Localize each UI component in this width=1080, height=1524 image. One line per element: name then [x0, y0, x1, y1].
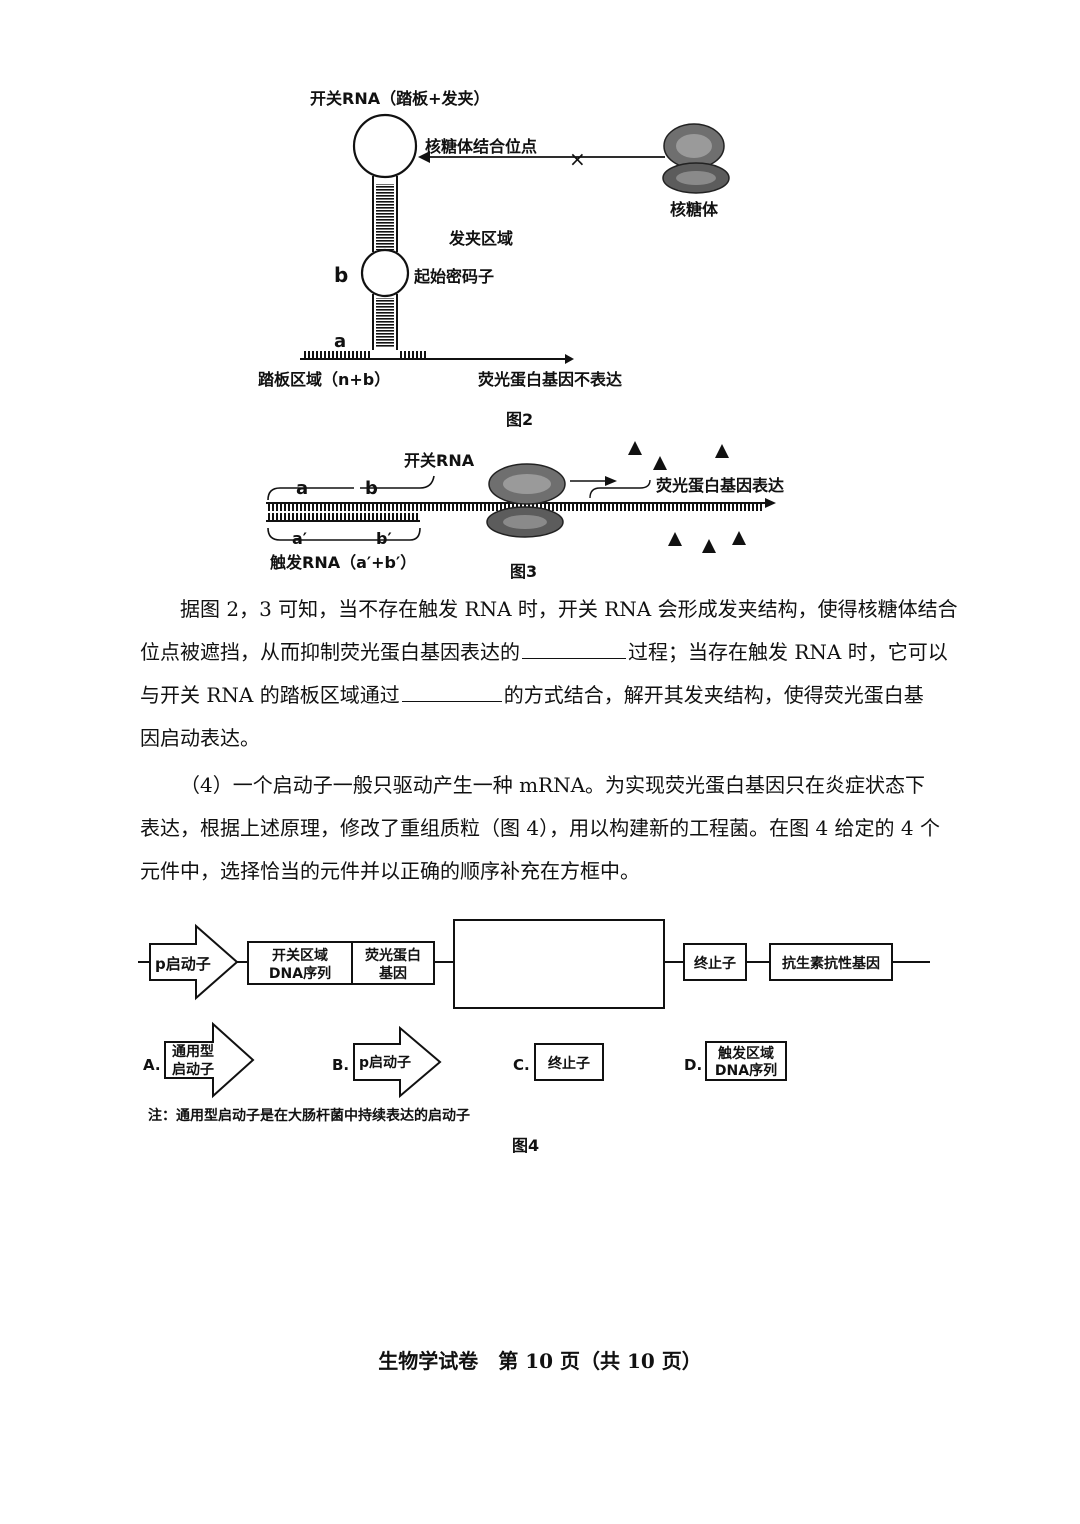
fig3-strand-arrowhead: [765, 498, 776, 508]
protein-triangle-5: [702, 539, 716, 553]
figure-2-caption: 图2: [506, 410, 534, 429]
question-paragraph-2: （4）一个启动子一般只驱动产生一种 mRNA。为实现荧光蛋白基因只在炎症状态下 …: [140, 764, 952, 893]
hairpin-top-loop: [352, 113, 418, 179]
fig2-switch-rna-label: 开关RNA（踏板+发夹）: [310, 89, 490, 108]
para1-line3-after: 的方式结合，解开其发夹结构，使得荧光蛋白基: [503, 683, 924, 707]
fig3-expressed-label: 荧光蛋白基因表达: [656, 476, 784, 495]
para1-line3-before: 与开关 RNA 的踏板区域通过: [140, 683, 400, 707]
fig3-trigger-label: 触发RNA（a′+b′）: [269, 553, 416, 572]
downstream-ticks: [398, 351, 428, 359]
option-d-trigger-dna-box[interactable]: [705, 1041, 787, 1081]
fig3-b-label: b: [365, 478, 378, 499]
question-paragraph-1: 据图 2，3 可知，当不存在触发 RNA 时，开关 RNA 会形成发夹结构，使得…: [140, 588, 958, 760]
answer-blank-2[interactable]: [401, 679, 502, 702]
option-d-line1: 触发区域: [717, 1045, 774, 1062]
para1-line2-before: 位点被遮挡，从而抑制荧光蛋白基因表达的: [140, 640, 520, 664]
para2-line2: 表达，根据上述原理，修改了重组质粒（图 4），用以构建新的工程菌。在图 4 给定…: [140, 816, 940, 840]
option-c-letter: C.: [513, 1056, 530, 1074]
protein-triangle-4: [668, 532, 682, 546]
stem-lower-base-pairs: [376, 298, 394, 348]
stem-base-pairs: [376, 184, 394, 250]
fluor-gene-line1: 荧光蛋白: [365, 947, 421, 964]
figure-4-note: 注：通用型启动子是在大肠杆菌中持续表达的启动子: [148, 1107, 470, 1124]
fig2-toehold-label: 踏板区域（n+b）: [258, 370, 390, 389]
fig3-b-prime-label: b′: [376, 529, 392, 548]
option-b-label: p启动子: [359, 1054, 411, 1071]
option-a-line1: 通用型: [172, 1043, 214, 1060]
option-a-promoter-arrow[interactable]: [164, 1021, 255, 1099]
para1-line1: 据图 2，3 可知，当不存在触发 RNA 时，开关 RNA 会形成发夹结构，使得…: [180, 597, 958, 621]
para2-line3: 元件中，选择恰当的元件并以正确的顺序补充在方框中。: [140, 859, 640, 883]
terminator-box: [683, 943, 747, 981]
option-c-label: 终止子: [548, 1055, 590, 1072]
fig2-hairpin-label: 发夹区域: [448, 229, 513, 248]
rbs-arrowhead: [418, 151, 430, 163]
figure-4-diagram: p启动子 开关区域 DNA序列 荧光蛋白 基因 终止子 抗生素抗性基因 A. 通…: [138, 919, 930, 1124]
p-promoter-arrow: [149, 923, 239, 1001]
switch-dna-line1: 开关区域: [272, 947, 328, 964]
para1-line4: 因启动表达。: [140, 726, 260, 750]
protein-triangle-1: [628, 441, 642, 455]
protein-triangle-2: [653, 456, 667, 470]
answer-box[interactable]: [453, 919, 665, 1009]
answer-blank-1[interactable]: [522, 636, 626, 659]
bracket-trigger: [267, 527, 421, 541]
option-d-letter: D.: [684, 1056, 702, 1074]
option-d-line2: DNA序列: [715, 1062, 777, 1079]
ribosome-icon: [662, 123, 730, 194]
fig3-ribosome-icon: [486, 463, 566, 538]
translation-arrowhead: [605, 476, 617, 486]
terminator-label: 终止子: [694, 955, 736, 972]
baseline-arrowhead: [565, 354, 574, 364]
blocked-cross: ×: [569, 147, 586, 171]
fig3-a-label: a: [296, 478, 308, 499]
fig3-a-prime-label: a′: [292, 529, 307, 548]
fig2-a-label: a: [334, 331, 346, 352]
option-b-p-promoter-arrow[interactable]: [353, 1025, 442, 1099]
option-b-letter: B.: [332, 1056, 349, 1074]
figure-3-diagram: 开关RNA a b a′ b′ 触发RNA（a′+b′） 荧光蛋白基因表达: [266, 441, 784, 572]
p-promoter-label: p启动子: [155, 955, 211, 973]
fig2-b-label: b: [334, 263, 348, 287]
figure-3-caption: 图3: [510, 562, 538, 581]
fluor-gene-line2: 基因: [379, 965, 407, 982]
page-footer: 生物学试卷 第 10 页（共 10 页）: [378, 1349, 702, 1373]
fig2-start-codon-label: 起始密码子: [413, 267, 494, 286]
fig3-trigger-ticks: [268, 513, 418, 521]
bracket-a: [267, 487, 354, 501]
para1-line2: 位点被遮挡，从而抑制荧光蛋白基因表达的 过程；当存在触发 RNA 时，它可以: [140, 631, 952, 674]
bulge-b-loop: [360, 248, 410, 298]
protein-triangle-3: [715, 444, 729, 458]
fluorescent-gene-box: [351, 941, 435, 985]
figure-4-caption: 图4: [512, 1136, 540, 1155]
option-c-terminator-box[interactable]: [534, 1043, 604, 1081]
fig2-rbs-label: 核糖体结合位点: [425, 137, 537, 156]
switch-dna-box: [247, 941, 353, 985]
option-a-letter: A.: [143, 1056, 161, 1074]
toehold-ticks: [302, 351, 372, 359]
figure-2-diagram: 开关RNA（踏板+发夹） × 核糖体结合位点 核糖体 发夹区域 b 起始密码子 …: [258, 89, 730, 389]
fig3-switch-rna-label: 开关RNA: [404, 451, 475, 470]
fig2-ribosome-label: 核糖体: [670, 200, 719, 219]
antibiotic-gene-label: 抗生素抗性基因: [782, 955, 880, 972]
bracket-b: [360, 475, 435, 489]
antibiotic-gene-box: [769, 943, 893, 981]
protein-triangle-6: [732, 531, 746, 545]
option-a-line2: 启动子: [172, 1061, 214, 1078]
fig3-expressed-bracket: [589, 479, 651, 499]
switch-dna-line2: DNA序列: [269, 965, 331, 982]
para1-line2-after: 过程；当存在触发 RNA 时，它可以: [628, 640, 948, 664]
para2-line1: （4）一个启动子一般只驱动产生一种 mRNA。为实现荧光蛋白基因只在炎症状态下: [180, 773, 926, 797]
para1-line3: 与开关 RNA 的踏板区域通过 的方式结合，解开其发夹结构，使得荧光蛋白基: [140, 674, 952, 717]
fig2-not-expressed-label: 荧光蛋白基因不表达: [478, 370, 622, 389]
